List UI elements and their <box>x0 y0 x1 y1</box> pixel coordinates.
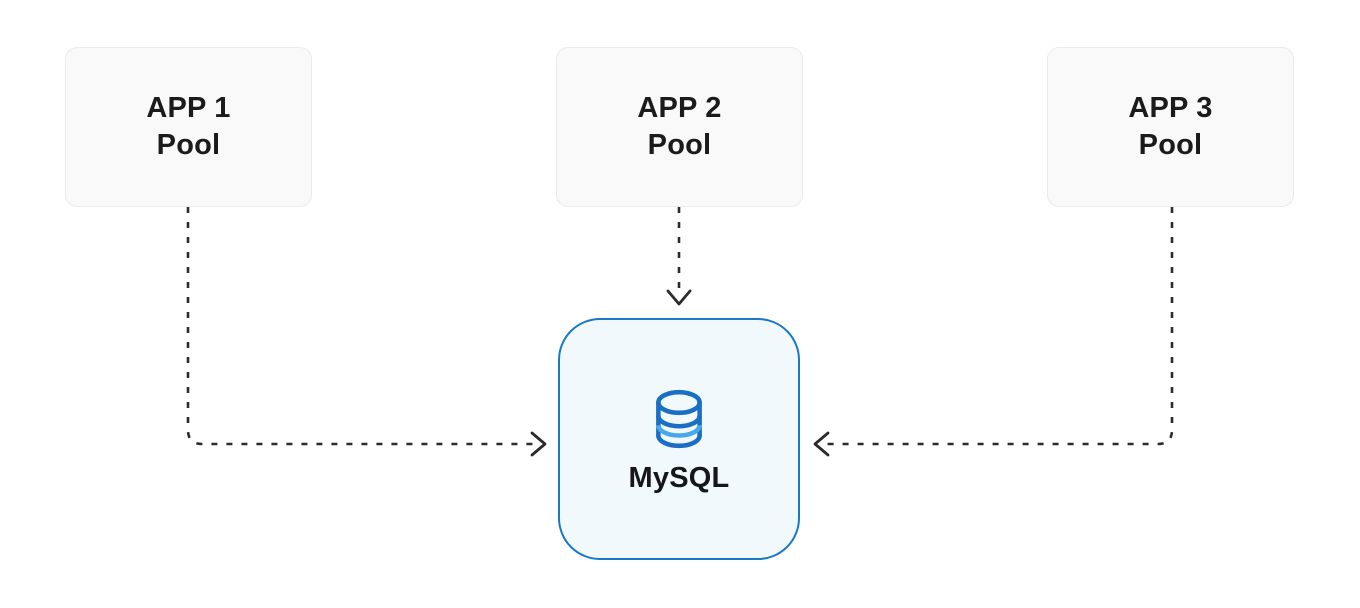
node-app-2-subtitle: Pool <box>647 129 712 161</box>
node-app-3-pool[interactable]: APP 3 Pool <box>1047 47 1294 207</box>
edge-app3-line <box>826 207 1174 446</box>
edge-app2-arrowhead-icon <box>666 289 692 306</box>
edge-app3-arrowhead-icon <box>813 431 830 457</box>
node-app-2-pool[interactable]: APP 2 Pool <box>556 47 803 207</box>
node-app-2-title: APP 2 <box>637 92 722 125</box>
node-app-1-subtitle: Pool <box>156 129 221 161</box>
edge-app2-to-mysql <box>666 207 692 306</box>
edge-app1-line <box>186 207 534 446</box>
node-mysql-database[interactable]: MySQL <box>558 318 800 560</box>
edge-app3-to-mysql <box>813 207 1174 457</box>
node-app-3-title: APP 3 <box>1128 92 1213 125</box>
node-app-3-subtitle: Pool <box>1138 129 1203 161</box>
node-mysql-label: MySQL <box>628 461 730 494</box>
edge-app1-arrowhead-icon <box>530 431 547 457</box>
edge-app1-to-mysql <box>186 207 547 457</box>
database-cylinder-icon <box>656 389 702 448</box>
node-app-1-title: APP 1 <box>146 92 231 125</box>
node-app-1-pool[interactable]: APP 1 Pool <box>65 47 312 207</box>
